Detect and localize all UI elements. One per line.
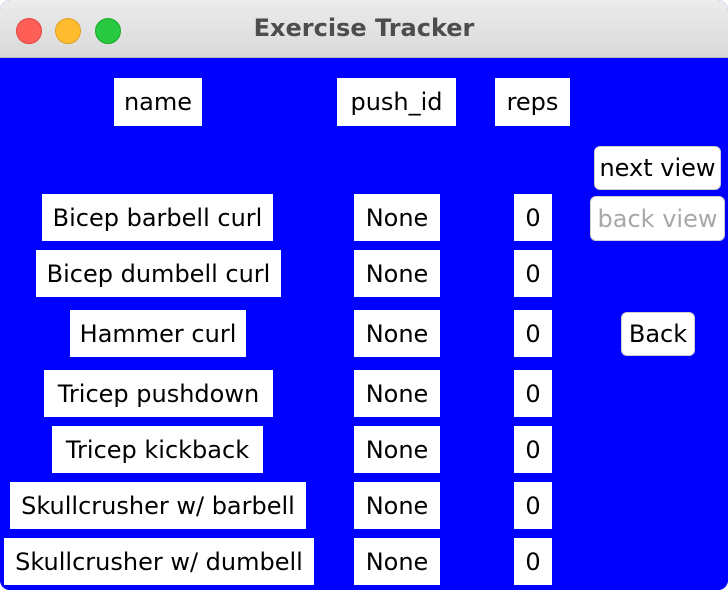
window-title: Exercise Tracker	[253, 14, 475, 42]
back-view-button[interactable]: back view	[590, 196, 725, 241]
row-reps: 0	[514, 370, 552, 417]
next-view-button[interactable]: next view	[594, 146, 721, 190]
row-name: Skullcrusher w/ barbell	[10, 482, 306, 529]
header-push-id: push_id	[337, 78, 456, 126]
row-push-id: None	[354, 194, 440, 241]
row-reps: 0	[514, 250, 552, 297]
row-name: Tricep kickback	[52, 426, 263, 473]
row-name: Skullcrusher w/ dumbell	[4, 538, 314, 585]
exercise-table: name push_id reps next view back view Ba…	[0, 58, 728, 590]
row-name: Tricep pushdown	[44, 370, 273, 417]
header-reps: reps	[495, 78, 570, 126]
row-push-id: None	[354, 310, 440, 357]
row-name: Hammer curl	[70, 310, 246, 357]
row-push-id: None	[354, 426, 440, 473]
title-bar: Exercise Tracker	[0, 0, 728, 58]
row-reps: 0	[514, 482, 552, 529]
row-push-id: None	[354, 250, 440, 297]
row-reps: 0	[514, 538, 552, 585]
back-button[interactable]: Back	[621, 312, 695, 356]
close-window-button[interactable]	[16, 18, 42, 44]
row-push-id: None	[354, 482, 440, 529]
row-reps: 0	[514, 426, 552, 473]
row-reps: 0	[514, 194, 552, 241]
row-reps: 0	[514, 310, 552, 357]
maximize-window-button[interactable]	[95, 18, 121, 44]
row-name: Bicep barbell curl	[42, 194, 273, 241]
row-push-id: None	[354, 370, 440, 417]
row-name: Bicep dumbell curl	[36, 250, 281, 297]
minimize-window-button[interactable]	[55, 18, 81, 44]
row-push-id: None	[354, 538, 440, 585]
header-name: name	[114, 78, 202, 126]
